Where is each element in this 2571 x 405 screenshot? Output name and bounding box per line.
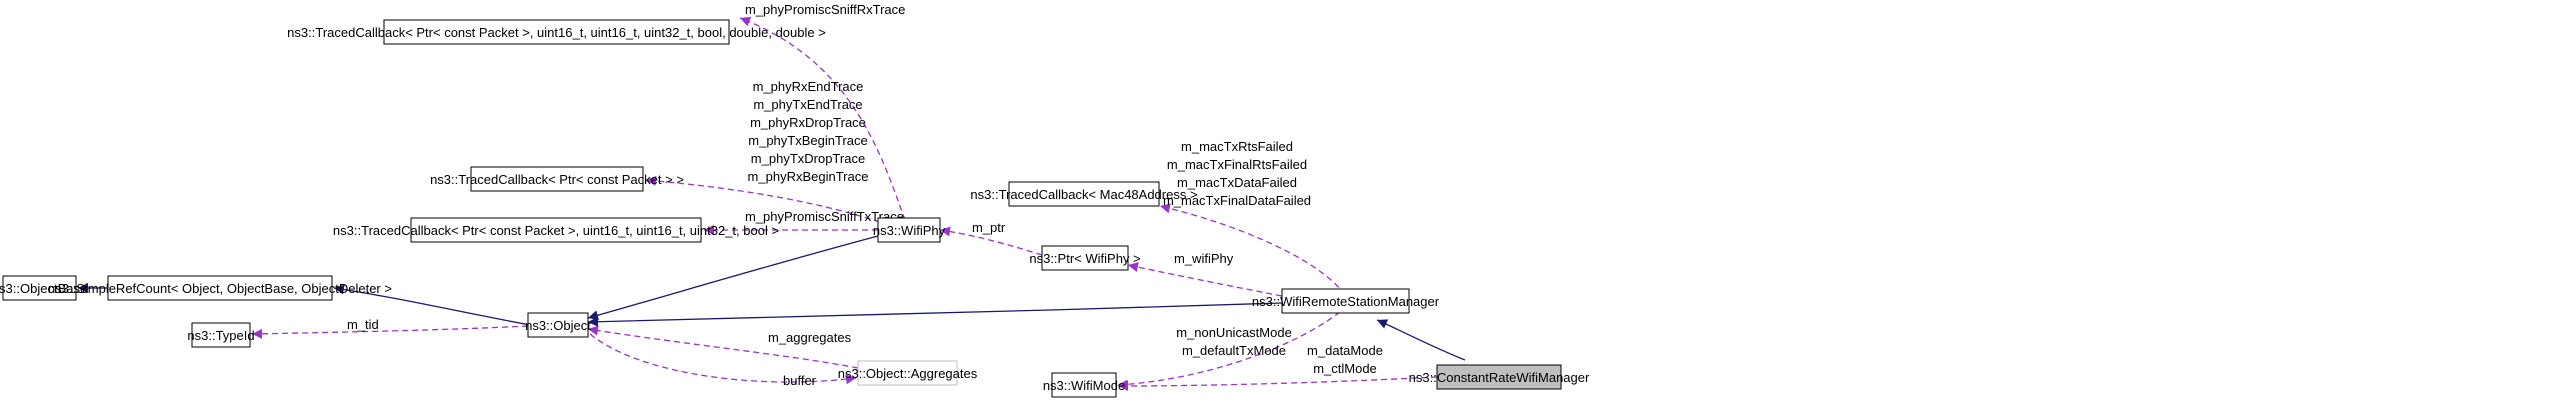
- svg-text:m_dataMode: m_dataMode: [1307, 343, 1383, 358]
- svg-text:ns3::WifiPhy: ns3::WifiPhy: [873, 223, 946, 238]
- svg-text:m_phyRxBeginTrace: m_phyRxBeginTrace: [748, 169, 869, 184]
- svg-text:ns3::TypeId: ns3::TypeId: [187, 328, 254, 343]
- edge-label-mac-traces: m_macTxRtsFailed m_macTxFinalRtsFailed m…: [1163, 139, 1311, 208]
- edge-aggregates-to-object: [587, 325, 859, 369]
- svg-text:ns3::WifiRemoteStationManager: ns3::WifiRemoteStationManager: [1252, 294, 1440, 309]
- edge-wrsm-to-wifimode: [1117, 311, 1341, 390]
- node-wifi-remote-station-manager[interactable]: ns3::WifiRemoteStationManager: [1252, 288, 1440, 314]
- node-traced-callback-mac48[interactable]: ns3::TracedCallback< Mac48Address >: [970, 181, 1198, 207]
- svg-text:ns3::TracedCallback< Ptr< cons: ns3::TracedCallback< Ptr< const Packet >…: [333, 223, 779, 238]
- svg-text:m_phyTxDropTrace: m_phyTxDropTrace: [751, 151, 865, 166]
- svg-text:m_phyRxEndTrace: m_phyRxEndTrace: [753, 79, 864, 94]
- node-traced-callback-sniff-tx[interactable]: ns3::TracedCallback< Ptr< const Packet >…: [333, 217, 779, 243]
- edge-label-sniff-rx: m_phyPromiscSniffRxTrace: [745, 2, 905, 17]
- edge-label-ptr: m_ptr: [972, 220, 1006, 235]
- edge-labels: m_phyPromiscSniffRxTrace m_phyRxEndTrace…: [347, 2, 1383, 388]
- svg-text:m_phyTxEndTrace: m_phyTxEndTrace: [753, 97, 862, 112]
- edge-label-aggregates: m_aggregates: [768, 330, 852, 345]
- edge-label-wifiphy-member: m_wifiPhy: [1174, 251, 1234, 266]
- svg-text:ns3::Object: ns3::Object: [525, 318, 591, 333]
- node-constant-rate-wifi-manager[interactable]: ns3::ConstantRateWifiManager: [1409, 364, 1590, 390]
- edge-label-buffer: buffer: [783, 373, 817, 388]
- edge-ptr-to-wifiphy: [939, 226, 1043, 256]
- edge-crwm-to-wifimode: [1117, 376, 1438, 391]
- edge-object-to-aggregates: [589, 333, 857, 385]
- svg-text:ns3::Ptr< WifiPhy >: ns3::Ptr< WifiPhy >: [1029, 251, 1140, 266]
- svg-text:ns3::TracedCallback< Ptr< cons: ns3::TracedCallback< Ptr< const Packet >…: [287, 25, 826, 40]
- svg-text:ns3::WifiMode: ns3::WifiMode: [1043, 378, 1125, 393]
- svg-text:m_phyRxDropTrace: m_phyRxDropTrace: [750, 115, 866, 130]
- svg-text:m_phyTxBeginTrace: m_phyTxBeginTrace: [748, 133, 867, 148]
- edge-label-tid: m_tid: [347, 317, 379, 332]
- edge-object-to-simplerefcount: [333, 284, 531, 326]
- svg-text:ns3::ObjectBase: ns3::ObjectBase: [0, 281, 87, 296]
- svg-text:ns3::ConstantRateWifiManager: ns3::ConstantRateWifiManager: [1409, 370, 1590, 385]
- edge-wifiphy-to-traced-packet: [645, 175, 881, 223]
- svg-text:m_macTxFinalDataFailed: m_macTxFinalDataFailed: [1163, 193, 1311, 208]
- node-simple-ref-count[interactable]: ns3::SimpleRefCount< Object, ObjectBase,…: [48, 275, 392, 301]
- edge-wrsm-to-object: [587, 302, 1283, 327]
- svg-text:m_macTxDataFailed: m_macTxDataFailed: [1177, 175, 1297, 190]
- edge-object-to-typeid: [251, 325, 529, 339]
- svg-text:m_ctlMode: m_ctlMode: [1313, 361, 1377, 376]
- edge-label-sniff-tx: m_phyPromiscSniffTxTrace: [745, 209, 904, 224]
- edge-wifiphy-to-object: [587, 235, 879, 321]
- edge-label-station-modes: m_nonUnicastMode m_defaultTxMode: [1176, 325, 1292, 358]
- node-object-aggregates[interactable]: ns3::Object::Aggregates: [838, 360, 978, 386]
- edge-crwm-to-wrsm: [1376, 319, 1466, 361]
- node-object-base[interactable]: ns3::ObjectBase: [0, 275, 87, 301]
- svg-text:ns3::Object::Aggregates: ns3::Object::Aggregates: [838, 366, 978, 381]
- node-ptr-wifiphy[interactable]: ns3::Ptr< WifiPhy >: [1029, 245, 1141, 271]
- edges: [78, 16, 1466, 391]
- svg-text:m_nonUnicastMode: m_nonUnicastMode: [1176, 325, 1292, 340]
- edge-wrsm-to-ptr: [1127, 262, 1283, 297]
- svg-text:m_macTxFinalRtsFailed: m_macTxFinalRtsFailed: [1167, 157, 1307, 172]
- node-wifi-mode[interactable]: ns3::WifiMode: [1043, 372, 1125, 398]
- svg-text:ns3::SimpleRefCount< Object, O: ns3::SimpleRefCount< Object, ObjectBase,…: [48, 281, 392, 296]
- node-traced-callback-packet[interactable]: ns3::TracedCallback< Ptr< const Packet >…: [430, 166, 684, 192]
- edge-label-data-modes: m_dataMode m_ctlMode: [1307, 343, 1383, 376]
- edge-wifiphy-to-traced-sniff-rx: [739, 16, 906, 221]
- node-type-id[interactable]: ns3::TypeId: [187, 322, 255, 348]
- node-traced-callback-sniff-rx[interactable]: ns3::TracedCallback< Ptr< const Packet >…: [287, 19, 826, 45]
- svg-text:m_macTxRtsFailed: m_macTxRtsFailed: [1181, 139, 1293, 154]
- node-object[interactable]: ns3::Object: [525, 312, 591, 338]
- svg-text:m_defaultTxMode: m_defaultTxMode: [1182, 343, 1286, 358]
- nodes: ns3::TracedCallback< Ptr< const Packet >…: [0, 19, 1590, 398]
- svg-text:ns3::TracedCallback< Mac48Addr: ns3::TracedCallback< Mac48Address >: [970, 187, 1197, 202]
- edge-label-phy-traces: m_phyRxEndTrace m_phyTxEndTrace m_phyRxD…: [748, 79, 869, 184]
- svg-text:ns3::TracedCallback< Ptr< cons: ns3::TracedCallback< Ptr< const Packet >…: [430, 172, 684, 187]
- node-wifi-phy[interactable]: ns3::WifiPhy: [873, 217, 946, 243]
